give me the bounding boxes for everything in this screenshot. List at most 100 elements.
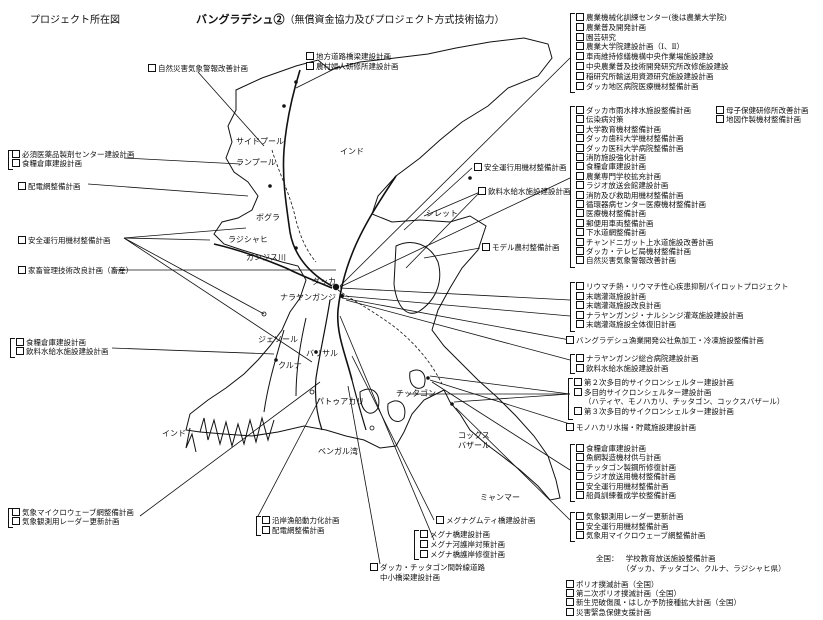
project-label: 第２次多目的サイクロンシェルター建設計画 bbox=[574, 378, 734, 387]
place-myanmar: ミャンマー bbox=[480, 493, 520, 502]
project-label: 循環器病センター医療機材整備計画 bbox=[576, 200, 706, 209]
project-label: 飲料水給水施設建設計画 bbox=[16, 347, 109, 356]
project-label: バングラデシュ漁業開発公社魚加工・冷凍施設整備計画 bbox=[566, 336, 764, 345]
project-label: 第３次多目的サイクロンシェルター建設計画 bbox=[574, 406, 734, 416]
project-label: ダッカ歯科大学機材整備計画 bbox=[576, 134, 684, 143]
project-label: 地方道路橋梁建設計画 bbox=[306, 52, 391, 61]
project-label: 農業大学院建設計画（Ⅰ、Ⅱ） bbox=[576, 42, 684, 51]
place-coxs-bazar-1: コックス bbox=[458, 431, 490, 440]
project-label: 第二次ポリオ撲滅計画（全国） bbox=[566, 589, 681, 598]
project-label: 大学教育機材整備計画 bbox=[576, 124, 661, 134]
coxs-marker bbox=[450, 402, 454, 406]
project-label: ダッカ地区病院医療機材整備計画 bbox=[576, 81, 699, 91]
project-label: メグナ橋護岸修復計画 bbox=[420, 550, 505, 559]
project-label: 農業専門学校拡充計画 bbox=[576, 171, 661, 181]
project-label: 末端灌漑施設改良計画 bbox=[576, 301, 661, 310]
project-label: ダッカ・テレビ局機材整備計画 bbox=[576, 247, 691, 256]
project-label: チャンドニガット上水道施設改善計画 bbox=[576, 237, 713, 247]
project-label: 船員訓練養成学校整備計画 bbox=[576, 491, 676, 500]
title-main: バングラデシュ② bbox=[196, 13, 285, 26]
place-barisal: バリサル bbox=[306, 349, 338, 358]
project-label: 郵便用車両整備計画 bbox=[576, 218, 654, 228]
project-label: 末端灌漑施設全体復旧計画 bbox=[576, 320, 676, 329]
project-label: 食糧倉庫建設計画 bbox=[16, 338, 86, 347]
place-dhaka: ダッカ bbox=[312, 277, 336, 286]
project-label: 中小橋梁建設計画 bbox=[380, 573, 440, 582]
project-label: 気象マイクロウェーブ網整備計画 bbox=[12, 508, 134, 517]
project-label: 農村婦人研修所建設計画 bbox=[306, 62, 399, 71]
project-label: ナラヤンガンジ・ナルシンジ灌漑施設建設計画 bbox=[576, 310, 744, 320]
project-label: 安全運行用機材整備計画 bbox=[18, 236, 111, 245]
project-label: ダッカ市雨水排水施設整備計画 bbox=[576, 106, 691, 115]
place-khulna: クルナ bbox=[278, 361, 302, 370]
project-label: 消防及び救助用機材整備計画 bbox=[576, 190, 684, 200]
place-jessore: ジェソール bbox=[258, 335, 298, 344]
nationwide-project: 学校教育放送施設整備計画 bbox=[625, 554, 716, 563]
place-rajshahi: ラジシャヒ bbox=[228, 235, 268, 244]
place-rangpur: ランプール bbox=[236, 158, 276, 167]
project-label: 安全運行用機材整備計画 bbox=[474, 163, 567, 172]
place-coxs-bazar-2: バザール bbox=[458, 441, 490, 450]
ganges-river bbox=[213, 243, 333, 289]
project-label: 伝染病対策 bbox=[576, 115, 624, 124]
meghna-river bbox=[336, 175, 397, 381]
title-sub: （無償資金協力及びプロジェクト方式技術協力） bbox=[284, 15, 505, 26]
project-label: ラジオ放送会館建設計画 bbox=[576, 181, 668, 190]
project-label: 気象観測用レーダー更新計画 bbox=[12, 517, 120, 526]
project-label: モデル農村整備計画 bbox=[482, 243, 560, 252]
place-narayanganj: ナラヤンガンジ bbox=[280, 293, 336, 302]
place-ganges: ガンジス川 bbox=[246, 253, 286, 262]
project-label: メグナグムティ橋建設計画 bbox=[436, 516, 535, 525]
chittagong-marker bbox=[426, 376, 430, 380]
nationwide-note: 全国： 学校教育放送施設整備計画 bbox=[596, 554, 716, 563]
country-outline bbox=[185, 37, 561, 501]
place-chittagong: チッタゴン bbox=[396, 389, 436, 398]
project-label: 多目的サイクロンシェルター建設計画 bbox=[574, 387, 711, 397]
rangpur-marker bbox=[294, 80, 298, 84]
place-bay-of-bengal: ベンガル湾 bbox=[318, 447, 358, 456]
nationwide-detail: （ダッカ、チッタゴン、クルナ、ラジシャヒ県） bbox=[622, 564, 786, 573]
project-label: 中央農業普及技術開発研究所改修施設建設 bbox=[576, 62, 729, 71]
project-label: 食糧倉庫建設計画 bbox=[12, 159, 82, 168]
project-label: 配電網整備計画 bbox=[18, 182, 81, 191]
project-label: ナラヤンガンジ総合病院建設計画 bbox=[576, 354, 699, 363]
project-label: ダッカ・チッタゴン間幹線道路 bbox=[370, 563, 485, 572]
project-label: 配電網整備計画 bbox=[262, 526, 325, 535]
dhaka-marker bbox=[332, 283, 340, 291]
project-label: 新生児破傷風・はしか予防接種拡大計画（全国） bbox=[566, 598, 741, 607]
nationwide-label: 全国： bbox=[596, 554, 619, 563]
project-label: 車両維持修繕機構中央作業場施設建設 bbox=[576, 52, 714, 61]
project-label: 気象用マイクロウェーブ網整備計画 bbox=[576, 531, 705, 540]
project-label: 園芸研究 bbox=[576, 32, 616, 42]
project-label: 消防施設強化計画 bbox=[576, 153, 646, 162]
project-label: 下水道網整備計画 bbox=[576, 228, 646, 237]
narayanganj-marker bbox=[340, 294, 344, 298]
project-label: メグナ河護岸対策計画 bbox=[420, 540, 505, 549]
place-patuakhali: パトゥアカリ bbox=[316, 397, 365, 406]
project-label: ダッカ医科大学病院整備計画 bbox=[576, 143, 684, 153]
project-label: チッタゴン製鋼所修復計画 bbox=[576, 462, 676, 472]
project-label: ポリオ撲滅計画（全国） bbox=[566, 580, 659, 589]
project-label: 飲料水給水施設建設計画 bbox=[478, 187, 571, 196]
project-label: 自然災害気象警報改善計画 bbox=[576, 256, 676, 265]
project-label: 医療機材整備計画 bbox=[576, 209, 646, 218]
project-label: 気象観測用レーダー更新計画 bbox=[576, 512, 684, 521]
project-label: 飲料水給水施設建設計画 bbox=[576, 363, 669, 373]
sylhet-marker bbox=[468, 176, 472, 180]
project-label: 農業機械化訓練センター(後は農業大学院) bbox=[576, 13, 727, 22]
project-label: 必須医薬品製剤センター建設計画 bbox=[12, 150, 135, 159]
project-label: モノハカリ水揚・貯蔵施設建設計画 bbox=[566, 423, 696, 432]
project-label: 稲研究所輸送用資源研究施設建設計画 bbox=[576, 71, 714, 81]
project-label: 末端灌漑施設計画 bbox=[576, 291, 646, 301]
project-label: 農業普及開発計画 bbox=[576, 22, 646, 32]
project-label: 自然災害気象警報改善計画 bbox=[148, 64, 248, 73]
place-sylhet: シレット bbox=[426, 209, 458, 218]
project-label: 安全運行用機材整備計画 bbox=[576, 521, 669, 531]
place-india-west: インド bbox=[162, 429, 186, 438]
project-label: （ハティヤ、モノハカリ、チッタゴン、コックスバザール） bbox=[584, 397, 785, 407]
place-india-north: インド bbox=[340, 147, 364, 156]
map-label: プロジェクト所在図 bbox=[30, 15, 120, 26]
project-label: 家畜管理技術改良計画（畜産） bbox=[18, 266, 133, 275]
khulna-marker bbox=[274, 358, 278, 362]
